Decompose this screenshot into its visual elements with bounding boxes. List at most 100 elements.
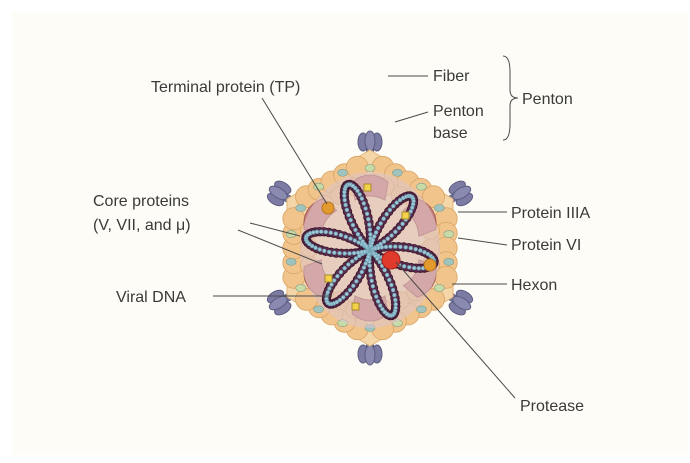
dna-strand bbox=[394, 298, 398, 302]
protein-vi bbox=[286, 258, 296, 265]
dna-strand bbox=[411, 206, 415, 210]
protein-iiia bbox=[434, 285, 444, 292]
dna-strand bbox=[402, 265, 406, 269]
dna-strand bbox=[364, 262, 368, 266]
dna-strand bbox=[350, 260, 354, 264]
dna-strand bbox=[339, 270, 343, 274]
dna-strand bbox=[395, 201, 399, 205]
dna-strand bbox=[352, 251, 356, 255]
dna-strand bbox=[376, 300, 380, 304]
dna-strand bbox=[373, 235, 377, 239]
dna-strand bbox=[369, 233, 373, 237]
dna-strand bbox=[423, 250, 427, 254]
dna-strand bbox=[362, 266, 366, 270]
dna-strand bbox=[394, 230, 398, 234]
dna-strand bbox=[344, 235, 348, 239]
dna-strand bbox=[379, 304, 383, 308]
dna-strand bbox=[332, 279, 336, 283]
dna-strand bbox=[414, 247, 418, 251]
dna-strand bbox=[326, 291, 330, 295]
dna-strand bbox=[374, 295, 378, 299]
dna-strand bbox=[333, 251, 337, 255]
dna-strand bbox=[381, 307, 385, 311]
dna-strand bbox=[370, 279, 374, 283]
dna-strand bbox=[356, 189, 360, 193]
dna-strand bbox=[323, 249, 327, 253]
dna-strand bbox=[356, 232, 360, 236]
dna-strand bbox=[358, 275, 362, 279]
dna-strand bbox=[339, 233, 343, 237]
dna-strand bbox=[327, 250, 331, 254]
dna-strand bbox=[351, 223, 355, 227]
dna-strand bbox=[368, 228, 372, 232]
dna-strand bbox=[324, 230, 328, 234]
dna-strand bbox=[412, 266, 416, 270]
dna-strand bbox=[347, 263, 351, 267]
dna-strand bbox=[368, 223, 372, 227]
dna-strand bbox=[343, 194, 347, 198]
dna-strand bbox=[329, 231, 333, 235]
dna-strand bbox=[330, 283, 334, 287]
dna-strand bbox=[382, 240, 386, 244]
dna-strand bbox=[368, 264, 372, 268]
dna-strand bbox=[394, 245, 398, 249]
dna-strand bbox=[379, 222, 383, 226]
protein-iiia bbox=[416, 183, 426, 190]
dna-strand bbox=[385, 273, 389, 277]
dna-strand bbox=[371, 238, 375, 242]
label-terminal-protein: Terminal protein (TP) bbox=[151, 79, 300, 96]
dna-strand bbox=[352, 284, 356, 288]
dna-strand bbox=[348, 288, 352, 292]
dna-strand bbox=[360, 270, 364, 274]
dna-strand bbox=[390, 283, 394, 287]
dna-strand bbox=[419, 249, 423, 253]
dna-strand bbox=[374, 231, 378, 235]
dna-strand bbox=[388, 208, 392, 212]
dna-strand bbox=[358, 193, 362, 197]
label-protein-iiia: Protein IIIA bbox=[511, 205, 590, 222]
label-core-proteins-line1: Core proteins bbox=[93, 193, 189, 210]
protein-vi bbox=[392, 169, 402, 176]
protein-vi bbox=[444, 258, 454, 265]
dna-strand bbox=[338, 251, 342, 255]
dna-strand bbox=[360, 197, 364, 201]
dna-strand bbox=[368, 269, 372, 273]
dna-strand bbox=[385, 212, 389, 216]
protein-vi bbox=[338, 169, 348, 176]
label-fiber: Fiber bbox=[433, 68, 470, 85]
dna-strand bbox=[343, 266, 347, 270]
dna-strand bbox=[349, 218, 353, 222]
dna-strand bbox=[399, 245, 403, 249]
dna-strand bbox=[356, 251, 360, 255]
dna-strand bbox=[378, 260, 382, 264]
protein-iiia bbox=[444, 231, 454, 238]
dna-strand bbox=[354, 257, 358, 261]
label-viral-dna: Viral DNA bbox=[116, 289, 186, 306]
dna-strand bbox=[393, 293, 397, 297]
dna-strand bbox=[365, 212, 369, 216]
protease-dot bbox=[382, 251, 400, 269]
dna-strand bbox=[373, 290, 377, 294]
protein-iiia bbox=[365, 165, 375, 172]
protein-vi bbox=[296, 205, 306, 212]
capsid bbox=[283, 150, 457, 346]
dna-strand bbox=[342, 296, 346, 300]
dna-strand bbox=[353, 239, 357, 243]
protein-iiia bbox=[296, 285, 306, 292]
dna-strand bbox=[345, 208, 349, 212]
dna-strand bbox=[315, 230, 319, 234]
dna-strand bbox=[409, 246, 413, 250]
label-penton-base-line2: base bbox=[433, 125, 468, 142]
dna-strand bbox=[376, 226, 380, 230]
dna-strand bbox=[383, 268, 387, 272]
dna-strand bbox=[318, 248, 322, 252]
dna-strand bbox=[376, 257, 380, 261]
dna-strand bbox=[364, 207, 368, 211]
dna-strand bbox=[391, 288, 395, 292]
dna-strand bbox=[314, 246, 318, 250]
dna-strand bbox=[397, 226, 401, 230]
dna-strand bbox=[389, 245, 393, 249]
dna-strand bbox=[343, 252, 347, 256]
dna-strand bbox=[371, 284, 375, 288]
